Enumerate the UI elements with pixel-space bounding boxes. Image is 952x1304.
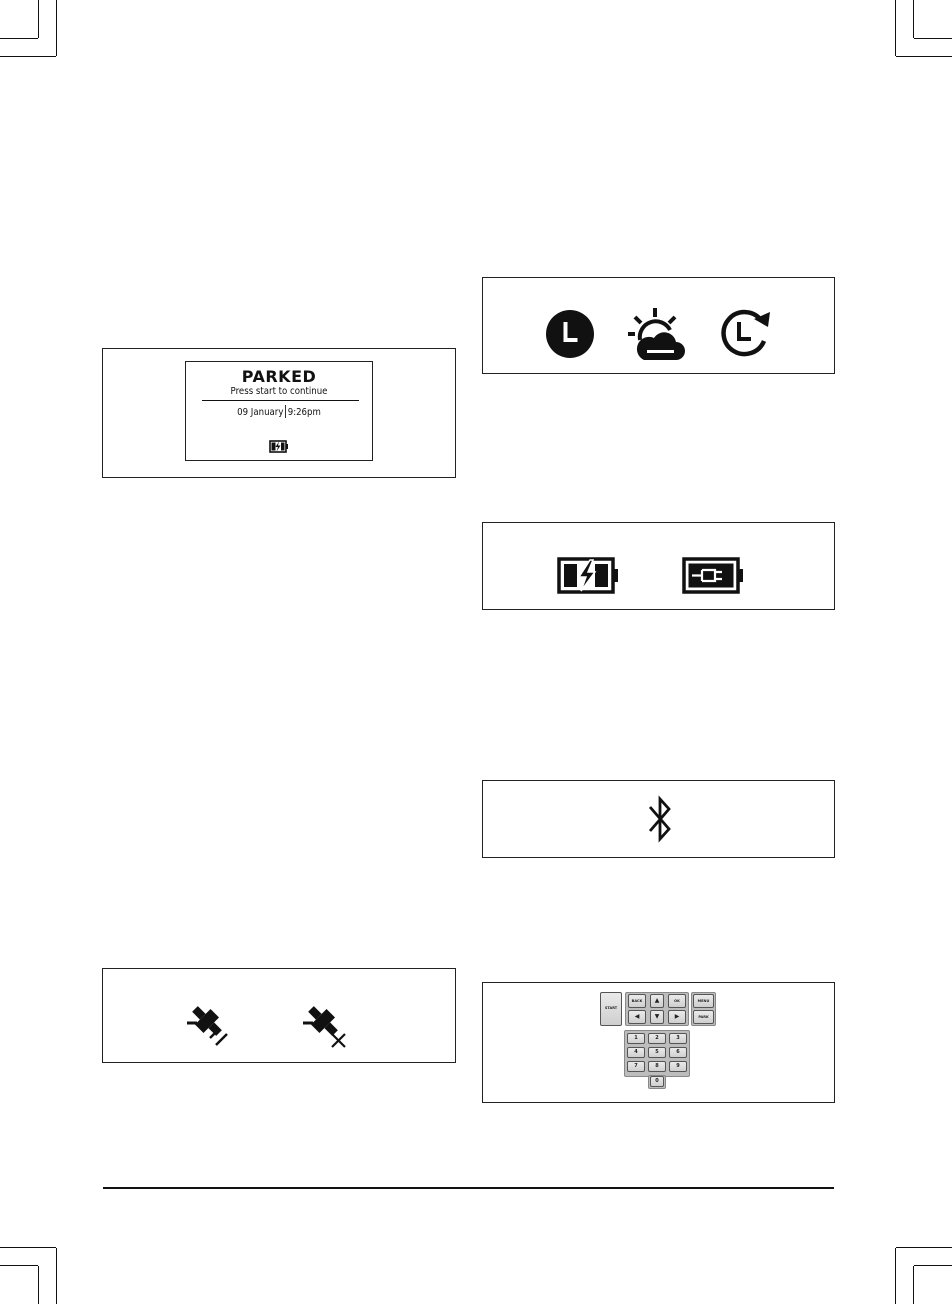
display-date: 09 January (237, 407, 284, 418)
crop-mark (0, 1265, 38, 1266)
schedule-clock-icon (545, 309, 595, 359)
digit-label: 5 (655, 1049, 659, 1055)
gps-satellite-signal-icon (183, 1001, 235, 1049)
crop-mark (896, 1247, 952, 1248)
digit-label: 1 (634, 1035, 638, 1041)
bluetooth-icon (647, 793, 673, 845)
crop-mark (0, 1247, 56, 1248)
menu-button-label: MENU (697, 999, 710, 1003)
menu-button[interactable]: MENU (693, 994, 714, 1008)
arrow-up-button[interactable]: ▲ (650, 994, 664, 1008)
crop-mark (914, 38, 952, 39)
schedule-override-icon (720, 309, 772, 359)
crop-mark (914, 1265, 952, 1266)
arrow-down-icon: ▼ (654, 1013, 660, 1020)
digit-label: 4 (634, 1049, 638, 1055)
back-button[interactable]: BACK (628, 994, 646, 1008)
crop-mark (913, 0, 914, 38)
display-time: 9:26pm (287, 407, 321, 418)
arrow-left-icon: ◀ (634, 1013, 640, 1020)
arrow-down-button[interactable]: ▼ (650, 1010, 664, 1024)
digit-label: 8 (655, 1063, 659, 1069)
digit-key-2[interactable]: 2 (648, 1033, 666, 1044)
digit-key-7[interactable]: 7 (627, 1061, 645, 1072)
arrow-left-button[interactable]: ◀ (628, 1010, 646, 1024)
digit-label: 6 (676, 1049, 680, 1055)
digit-key-1[interactable]: 1 (627, 1033, 645, 1044)
crop-mark (0, 56, 56, 57)
weather-timer-icon (626, 308, 688, 362)
parked-display-figure (102, 348, 456, 478)
crop-mark (895, 0, 896, 56)
mower-display: PARKED Press start to continue 09 Januar… (185, 361, 373, 461)
crop-mark (56, 0, 57, 56)
footer-rule (103, 1187, 834, 1189)
arrow-up-icon: ▲ (654, 997, 660, 1004)
digit-label: 3 (676, 1035, 680, 1041)
datetime-separator (285, 405, 287, 418)
digit-key-5[interactable]: 5 (648, 1047, 666, 1058)
crop-mark (56, 1248, 57, 1304)
arrow-right-icon: ▶ (674, 1013, 680, 1020)
digit-label: 9 (676, 1063, 680, 1069)
display-divider (202, 400, 359, 401)
display-title: PARKED (241, 367, 317, 386)
back-button-label: BACK (631, 999, 643, 1003)
digit-key-6[interactable]: 6 (669, 1047, 687, 1058)
bluetooth-figure (482, 780, 835, 858)
battery-charging-icon (557, 557, 620, 594)
ok-button[interactable]: OK (668, 994, 686, 1008)
digit-label: 7 (634, 1063, 638, 1069)
digit-label: 0 (655, 1078, 659, 1084)
start-button-label: START (604, 1006, 618, 1010)
crop-mark (38, 1266, 39, 1304)
display-subtitle: Press start to continue (230, 386, 328, 397)
arrow-right-button[interactable]: ▶ (668, 1010, 686, 1024)
crop-mark (896, 56, 952, 57)
crop-mark (913, 1266, 914, 1304)
start-button[interactable]: START (600, 992, 622, 1026)
crop-mark (895, 1248, 896, 1304)
battery-icons-figure (482, 522, 835, 610)
ok-button-label: OK (674, 999, 680, 1003)
park-button-label: PARK (698, 1015, 709, 1019)
digit-key-3[interactable]: 3 (669, 1033, 687, 1044)
crop-mark (38, 0, 39, 38)
digit-key-9[interactable]: 9 (669, 1061, 687, 1072)
battery-plug-icon (682, 557, 745, 594)
digit-label: 2 (655, 1035, 659, 1041)
park-button[interactable]: PARK (693, 1010, 714, 1024)
digit-key-4[interactable]: 4 (627, 1047, 645, 1058)
digit-key-0[interactable]: 0 (650, 1076, 664, 1087)
battery-charging-icon (269, 440, 289, 453)
digit-key-8[interactable]: 8 (648, 1061, 666, 1072)
gps-satellite-no-signal-icon (299, 1001, 351, 1049)
crop-mark (0, 38, 38, 39)
gps-icons-figure (102, 968, 456, 1063)
